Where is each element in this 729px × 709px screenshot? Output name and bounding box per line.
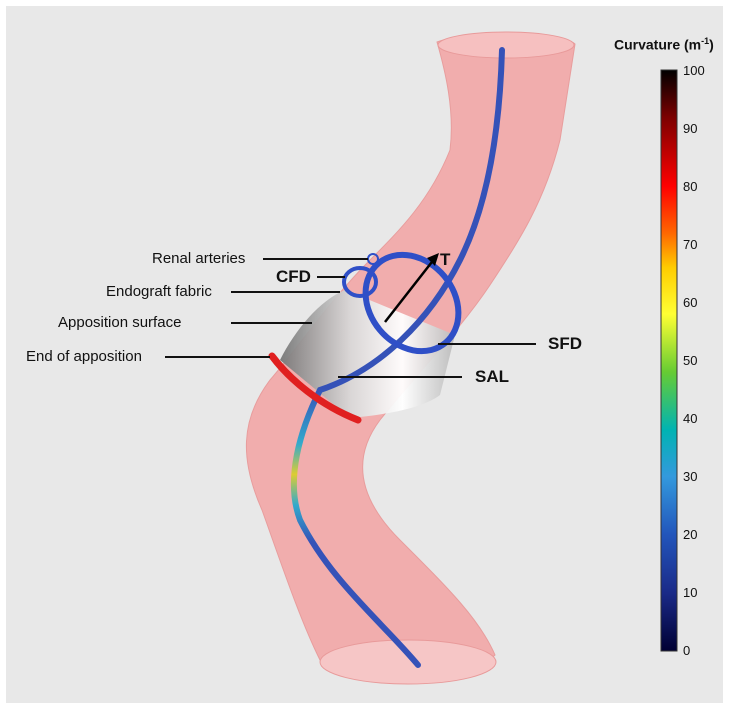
label-sal: SAL	[475, 367, 509, 387]
colorbar-tick: 0	[683, 643, 690, 658]
label-renal-arteries: Renal arteries	[152, 250, 245, 267]
colorbar-tick: 50	[683, 353, 697, 368]
colorbar-tick: 90	[683, 121, 697, 136]
colorbar-title-main: Curvature (m	[614, 37, 701, 53]
colorbar-tick: 20	[683, 527, 697, 542]
colorbar-tick: 10	[683, 585, 697, 600]
label-apposition-surface: Apposition surface	[58, 314, 181, 331]
colorbar-tick: 30	[683, 469, 697, 484]
colorbar-tick: 100	[683, 63, 705, 78]
colorbar-tick: 60	[683, 295, 697, 310]
label-sfd: SFD	[548, 334, 582, 354]
label-endograft-fabric: Endograft fabric	[106, 283, 212, 300]
label-t: T	[440, 250, 450, 270]
colorbar-title-sup: -1	[701, 36, 709, 46]
colorbar	[661, 70, 677, 651]
label-end-of-apposition: End of apposition	[26, 348, 142, 365]
colorbar-title: Curvature (m-1)	[614, 36, 714, 53]
vessel-bottom-opening	[320, 640, 496, 684]
colorbar-tick: 70	[683, 237, 697, 252]
vessel-top-opening	[438, 32, 574, 58]
colorbar-tick: 40	[683, 411, 697, 426]
label-cfd: CFD	[276, 267, 311, 287]
colorbar-title-close: )	[709, 37, 714, 53]
colorbar-tick: 80	[683, 179, 697, 194]
